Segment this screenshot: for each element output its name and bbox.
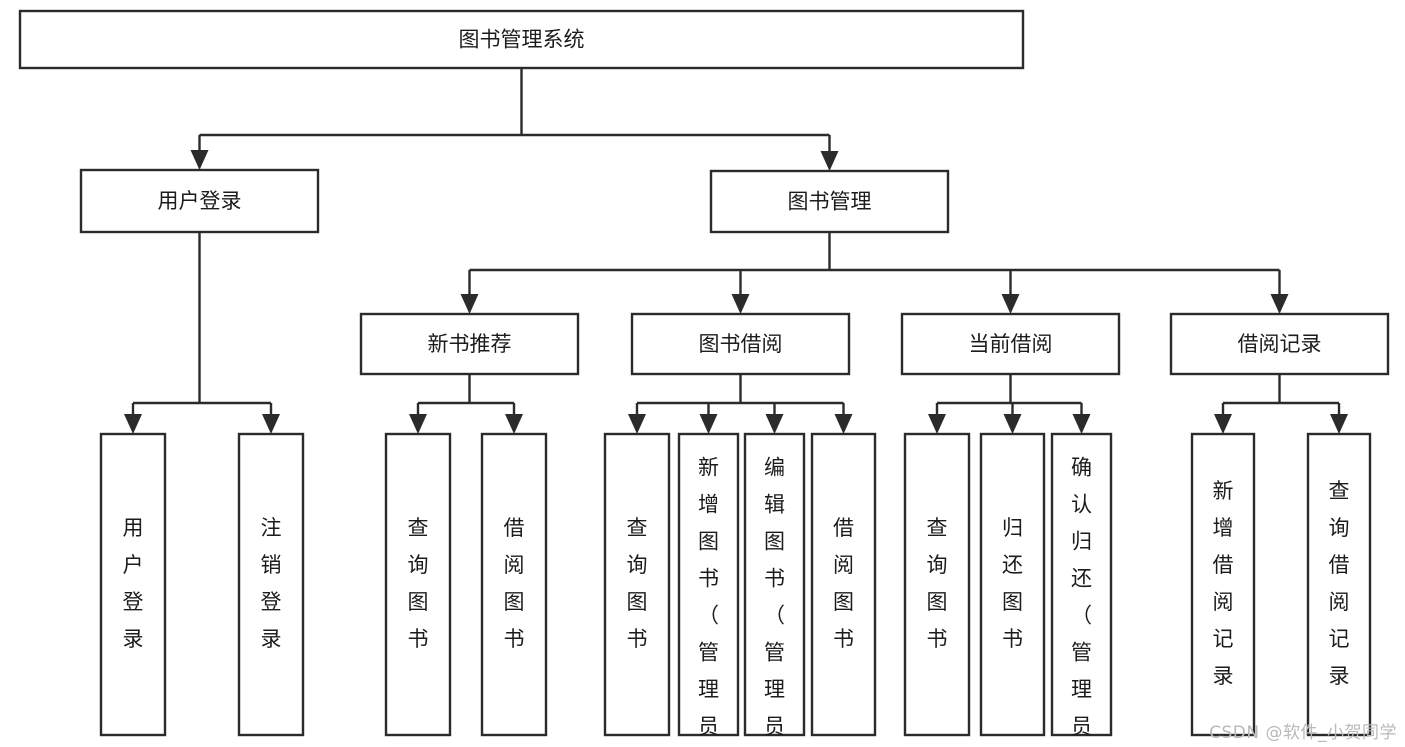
node-box: [810, 432, 877, 737]
node-图书借阅[interactable]: 图书借阅: [630, 312, 851, 376]
node-label: 新书推荐: [428, 332, 512, 356]
node-当前借阅[interactable]: 当前借阅: [900, 312, 1121, 376]
node-box: [18, 9, 1025, 70]
node-box: [603, 432, 671, 737]
node-新增借阅记录[interactable]: 新增借阅记录: [1190, 432, 1256, 737]
arrow-head-icon: [1214, 414, 1232, 434]
node-归还图书[interactable]: 归还图书: [979, 432, 1046, 737]
node-label: 用户登录: [158, 189, 242, 213]
node-label: 新增图书（管理员）: [698, 456, 719, 747]
arrow-head-icon: [628, 414, 646, 434]
arrow-head-icon: [765, 414, 784, 434]
arrow-head-icon: [820, 151, 839, 171]
arrow-head-icon: [1270, 294, 1289, 314]
node-查询图书[interactable]: 查询图书: [384, 432, 452, 737]
node-label: 归还图书: [1002, 516, 1023, 651]
node-label: 确认归还（管理员）: [1071, 456, 1092, 747]
node-box: [1050, 432, 1113, 737]
node-box: [979, 432, 1046, 737]
node-label: 查询借阅记录: [1329, 479, 1350, 688]
node-新书推荐[interactable]: 新书推荐: [359, 312, 580, 376]
node-查询图书[interactable]: 查询图书: [903, 432, 971, 737]
node-label: 编辑图书（管理员）: [764, 456, 785, 747]
node-box: [630, 312, 851, 376]
arrow-head-icon: [262, 414, 280, 434]
arrow-head-icon: [505, 414, 523, 434]
node-label: 新增借阅记录: [1213, 479, 1234, 688]
node-label: 查询图书: [927, 516, 948, 651]
arrow-head-icon: [699, 414, 718, 434]
node-label: 图书借阅: [699, 332, 783, 356]
connectors-layer: [124, 68, 1348, 434]
node-label: 查询图书: [408, 516, 429, 651]
arrow-head-icon: [1072, 414, 1091, 434]
node-用户登录[interactable]: 用户登录: [79, 168, 320, 234]
node-label: 借阅记录: [1238, 332, 1322, 356]
arrow-head-icon: [124, 414, 142, 434]
node-查询借阅记录[interactable]: 查询借阅记录: [1306, 432, 1372, 737]
node-box: [359, 312, 580, 376]
node-查询图书[interactable]: 查询图书: [603, 432, 671, 737]
node-box: [237, 432, 305, 737]
arrow-head-icon: [834, 414, 853, 434]
arrow-head-icon: [731, 294, 750, 314]
arrow-head-icon: [1330, 414, 1348, 434]
node-图书管理系统[interactable]: 图书管理系统: [18, 9, 1025, 70]
node-图书管理[interactable]: 图书管理: [709, 169, 950, 234]
node-label: 图书管理: [788, 190, 872, 214]
arrow-head-icon: [1001, 294, 1020, 314]
node-label: 查询图书: [627, 516, 648, 651]
arrow-head-icon: [409, 414, 427, 434]
arrow-head-icon: [190, 150, 209, 170]
node-编辑图书管理员[interactable]: 编辑图书（管理员）: [743, 432, 806, 747]
node-借阅记录[interactable]: 借阅记录: [1169, 312, 1390, 376]
node-box: [1306, 432, 1372, 737]
arrow-head-icon: [1003, 414, 1022, 434]
node-借阅图书[interactable]: 借阅图书: [480, 432, 548, 737]
node-确认归还管理员[interactable]: 确认归还（管理员）: [1050, 432, 1113, 747]
node-label: 当前借阅: [969, 332, 1053, 356]
node-box: [384, 432, 452, 737]
arrow-head-icon: [460, 294, 479, 314]
node-box: [79, 168, 320, 234]
node-box: [1169, 312, 1390, 376]
node-box: [1190, 432, 1256, 737]
node-box: [480, 432, 548, 737]
node-box: [903, 432, 971, 737]
node-label: 图书管理系统: [459, 28, 585, 52]
node-box: [677, 432, 740, 737]
watermark-label: CSDN @软件_小贺同学: [1209, 723, 1397, 743]
node-新增图书管理员[interactable]: 新增图书（管理员）: [677, 432, 740, 747]
arrow-head-icon: [928, 414, 946, 434]
node-label: 注销登录: [261, 516, 282, 651]
node-box: [743, 432, 806, 737]
node-label: 用户登录: [123, 516, 144, 651]
node-用户登录[interactable]: 用户登录: [99, 432, 167, 737]
node-label: 借阅图书: [504, 516, 525, 651]
nodes-layer: 图书管理系统用户登录用户登录注销登录图书管理新书推荐查询图书借阅图书图书借阅查询…: [18, 9, 1390, 747]
node-label: 借阅图书: [833, 516, 854, 651]
node-box: [99, 432, 167, 737]
node-借阅图书[interactable]: 借阅图书: [810, 432, 877, 737]
node-注销登录[interactable]: 注销登录: [237, 432, 305, 737]
node-box: [900, 312, 1121, 376]
node-box: [709, 169, 950, 234]
